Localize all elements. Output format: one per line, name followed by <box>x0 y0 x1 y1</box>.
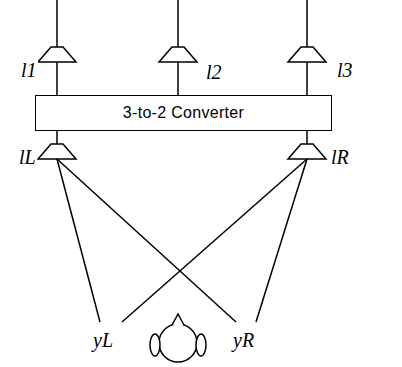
acoustic-path <box>57 159 236 322</box>
wire <box>56 62 58 95</box>
wire <box>56 130 58 144</box>
signal-name: yR <box>232 330 255 350</box>
signal-name: lR <box>330 147 350 167</box>
listener-head <box>159 324 197 362</box>
wire <box>306 62 308 95</box>
acoustic-path <box>122 159 307 322</box>
signal-name: l1 <box>20 60 38 80</box>
signal-name: lL <box>18 147 37 167</box>
wire <box>56 0 58 47</box>
speaker-symbol <box>38 144 76 159</box>
wire <box>306 130 308 144</box>
speaker-symbol <box>288 144 326 159</box>
acoustic-path <box>256 159 307 322</box>
signal-name: l2 <box>205 62 223 82</box>
speaker-symbol <box>38 47 76 62</box>
box-label: 3-to-2 Converter <box>123 104 244 122</box>
speaker-symbol <box>288 47 326 62</box>
listener-ear <box>196 334 206 356</box>
wire <box>177 62 179 95</box>
process-box: 3-to-2 Converter <box>35 95 332 131</box>
wire <box>306 0 308 47</box>
wire <box>177 0 179 47</box>
acoustic-path <box>57 159 100 322</box>
listener-ear <box>150 334 160 356</box>
signal-name: yL <box>92 330 114 350</box>
signal-name: l3 <box>336 60 354 80</box>
speaker-symbol <box>159 47 197 62</box>
listener-nose <box>172 314 184 325</box>
